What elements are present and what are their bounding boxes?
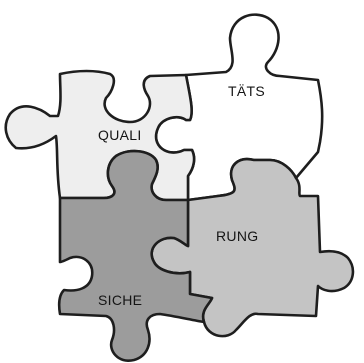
label-quali: QUALI	[98, 127, 142, 143]
label-rung: RUNG	[216, 228, 258, 244]
label-siche: SICHE	[98, 292, 142, 308]
label-tats: TÄTS	[228, 83, 265, 99]
